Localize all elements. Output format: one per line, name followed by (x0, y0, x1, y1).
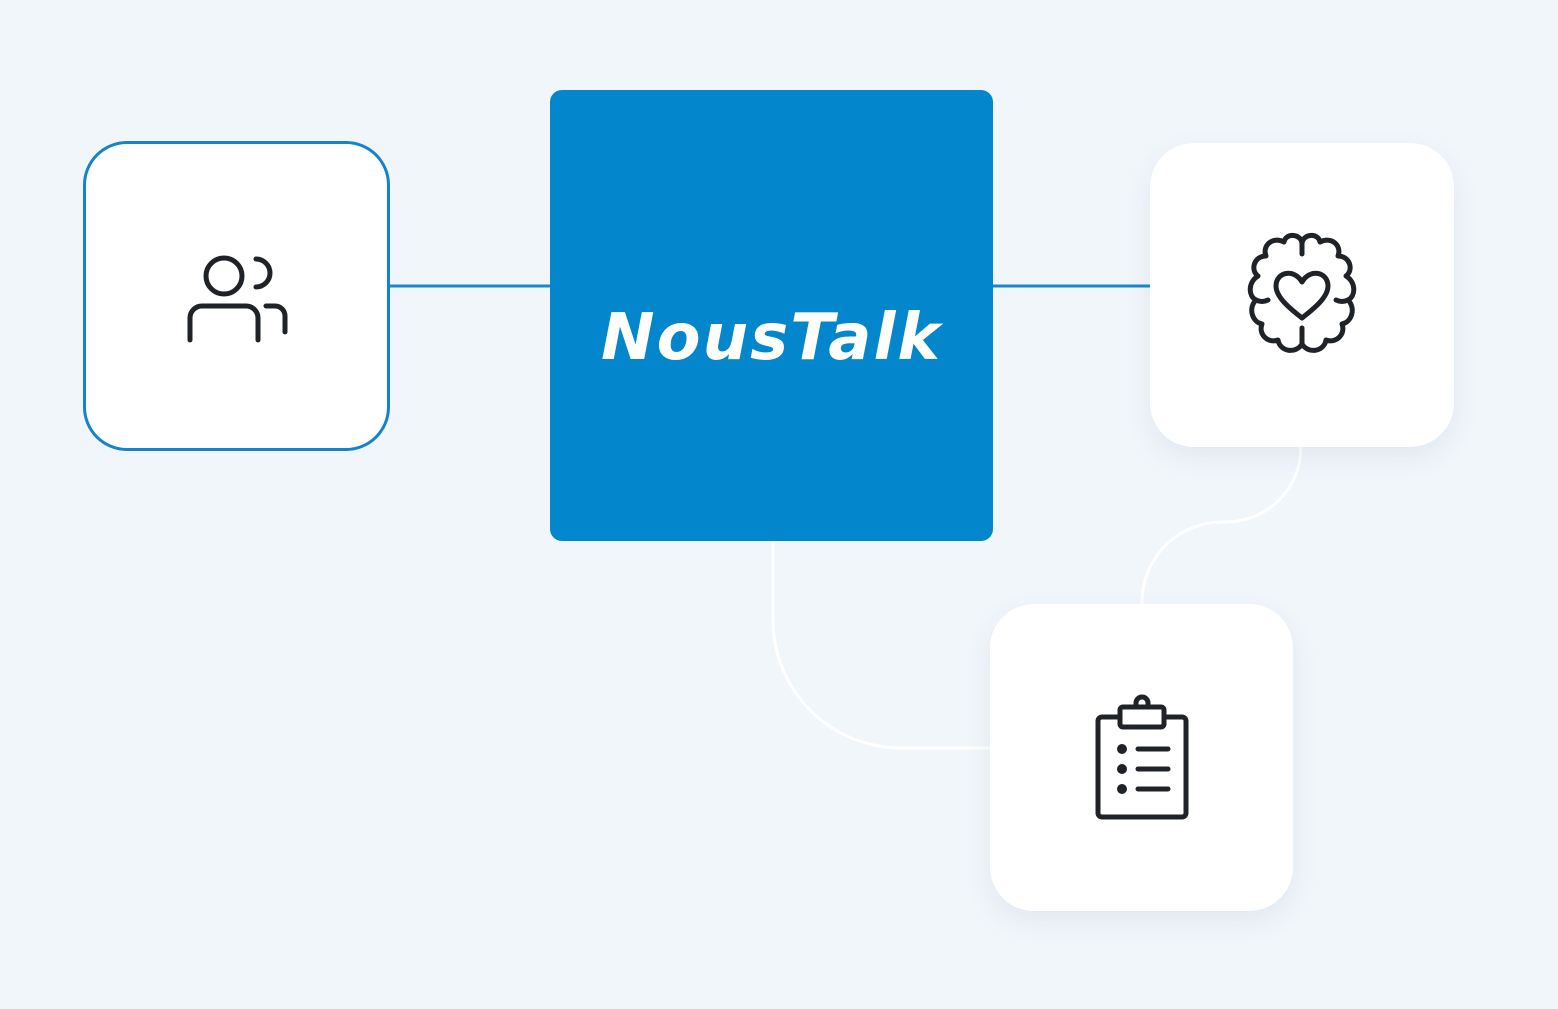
clipboard-node[interactable] (990, 604, 1293, 911)
clipboard-list-icon (1092, 693, 1192, 823)
users-node[interactable] (83, 141, 390, 451)
connector-brain-clipboard (1140, 446, 1303, 604)
brain-node[interactable] (1150, 143, 1454, 447)
brain-heart-icon (1242, 230, 1362, 360)
users-icon (182, 246, 292, 346)
connector-hub-clipboard (771, 541, 990, 750)
noustalk-hub[interactable]: NousTalk (550, 90, 993, 541)
hub-title: NousTalk (601, 300, 942, 375)
